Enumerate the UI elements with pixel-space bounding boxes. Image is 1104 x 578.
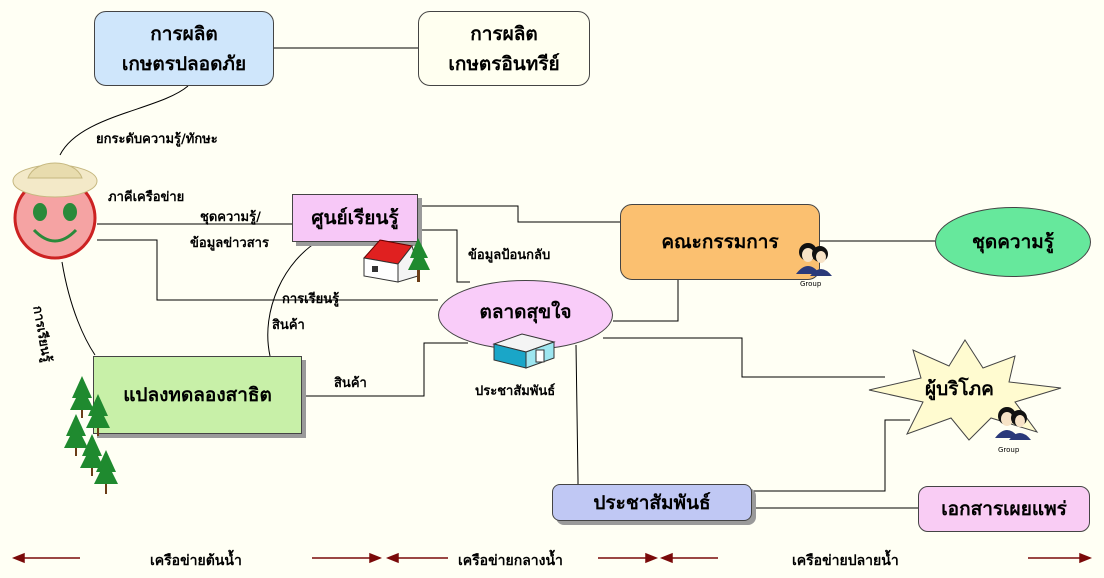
- upgrade-label: ยกระดับความรู้/ทักษะ: [96, 132, 218, 147]
- knowledge-info-label-2: ข้อมูลข่าวสาร: [190, 236, 269, 251]
- demo-plot-box[interactable]: แปลงทดลองสาธิต: [93, 356, 302, 434]
- house-icon: [363, 238, 430, 283]
- consumer-label: ผู้บริโภค: [925, 378, 994, 400]
- building-icon: [492, 333, 556, 369]
- learning-center-label: ศูนย์เรียนรู้: [311, 207, 399, 229]
- group-people-icon: [995, 407, 1031, 440]
- safe-production-box[interactable]: การผลิต เกษตรปลอดภัย: [94, 11, 274, 86]
- market-label: ตลาดสุขใจ: [479, 301, 572, 323]
- group-label-1: Group: [800, 280, 822, 288]
- learning-center-box[interactable]: ศูนย์เรียนรู้: [292, 194, 418, 242]
- feedback-label: ข้อมูลป้อนกลับ: [468, 248, 551, 263]
- organic-production-line1: การผลิต: [470, 22, 538, 45]
- pine-tree-icon: [64, 376, 118, 494]
- goods-label-1: สินค้า: [272, 318, 305, 333]
- knowledge-set-ellipse[interactable]: ชุดความรู้: [935, 207, 1091, 277]
- committee-box[interactable]: คณะกรรมการ: [620, 204, 820, 280]
- downstream-network-label: เครือข่ายปลายน้ำ: [792, 553, 899, 569]
- organic-production-box[interactable]: การผลิต เกษตรอินทรีย์: [418, 11, 590, 86]
- committee-label: คณะกรรมการ: [661, 231, 779, 253]
- safe-production-line1: การผลิต: [150, 22, 218, 45]
- knowledge-info-label-1: ชุดความรู้/: [200, 210, 261, 225]
- pr-under-market-label: ประชาสัมพันธ์: [475, 384, 556, 399]
- midstream-network-label: เครือข่ายกลางน้ำ: [458, 553, 563, 569]
- group-people-icon: [796, 243, 832, 276]
- publication-label: เอกสารเผยแพร่: [941, 498, 1067, 520]
- publication-box[interactable]: เอกสารเผยแพร่: [918, 486, 1090, 532]
- knowledge-set-label: ชุดความรู้: [971, 231, 1054, 253]
- learning-label: การเรียนรู้: [282, 292, 340, 307]
- upstream-network-label: เครือข่ายต้นน้ำ: [150, 553, 242, 569]
- partners-label: ภาคีเครือข่าย: [108, 190, 185, 205]
- pr-box[interactable]: ประชาสัมพันธ์: [552, 484, 752, 521]
- organic-production-line2: เกษตรอินทรีย์: [448, 52, 560, 75]
- demo-plot-label: แปลงทดลองสาธิต: [123, 384, 272, 406]
- farmer-face-icon: [12, 162, 98, 260]
- pr-box-label: ประชาสัมพันธ์: [593, 491, 711, 514]
- group-label-2: Group: [998, 446, 1020, 454]
- goods-label-2: สินค้า: [334, 376, 367, 391]
- safe-production-line2: เกษตรปลอดภัย: [121, 52, 247, 75]
